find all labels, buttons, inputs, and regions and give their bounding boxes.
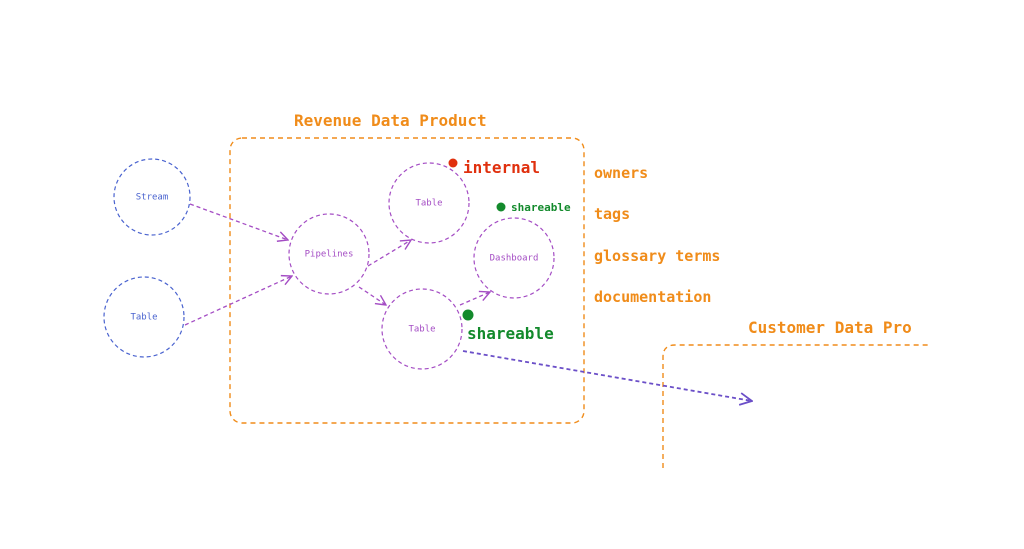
dashboard-node-label: Dashboard [490, 254, 539, 264]
source-table-node[interactable]: Table [103, 276, 185, 358]
arrow-table-bottom-to-dashboard [459, 292, 490, 306]
arrow-stream-to-pipelines [189, 203, 288, 240]
shareable-tag-large-label: shareable [467, 324, 554, 343]
table-bottom-node-label: Table [408, 325, 435, 335]
internal-tag: internal [448, 158, 540, 177]
revenue-product-title: Revenue Data Product [294, 111, 487, 130]
metadata-owners: owners [594, 164, 648, 182]
customer-data-product: Customer Data Pro [662, 318, 930, 468]
source-table-node-label: Table [130, 313, 157, 323]
stream-node-circle [113, 158, 191, 236]
table-bottom-node-circle [381, 288, 463, 370]
revenue-product-border [229, 137, 585, 424]
shareable-dot-icon [496, 202, 506, 212]
shareable-tag-large: shareable [462, 309, 554, 343]
stream-node[interactable]: Stream [113, 158, 191, 236]
table-top-node-circle [388, 162, 470, 244]
metadata-documentation: documentation [594, 288, 711, 306]
customer-product-title: Customer Data Pro [748, 318, 912, 337]
revenue-data-product: Revenue Data Product [229, 111, 585, 424]
pipelines-node-circle [288, 213, 370, 295]
table-top-node-label: Table [415, 199, 442, 209]
shareable-dot-icon [462, 309, 474, 321]
pipelines-node-label: Pipelines [305, 250, 354, 260]
table-top-node[interactable]: Table [388, 162, 470, 244]
arrow-table-to-customer-product [462, 350, 752, 401]
arrow-pipelines-to-table-bottom [358, 286, 386, 305]
arrow-table-to-pipelines [184, 276, 292, 326]
metadata-tags: tags [594, 205, 630, 223]
source-table-node-circle [103, 276, 185, 358]
dashboard-node-circle [473, 217, 555, 299]
stream-node-label: Stream [136, 193, 169, 203]
metadata-list: owners tags glossary terms documentation [594, 164, 720, 306]
internal-tag-label: internal [463, 158, 540, 177]
metadata-glossary-terms: glossary terms [594, 247, 720, 265]
internal-dot-icon [448, 158, 458, 168]
shareable-tag-small-label: shareable [511, 201, 571, 214]
pipelines-node[interactable]: Pipelines [288, 213, 370, 295]
table-bottom-node[interactable]: Table [381, 288, 463, 370]
customer-product-border [662, 344, 930, 468]
dashboard-node[interactable]: Dashboard [473, 217, 555, 299]
shareable-tag-small: shareable [496, 201, 571, 214]
arrow-pipelines-to-table-top [367, 240, 411, 267]
